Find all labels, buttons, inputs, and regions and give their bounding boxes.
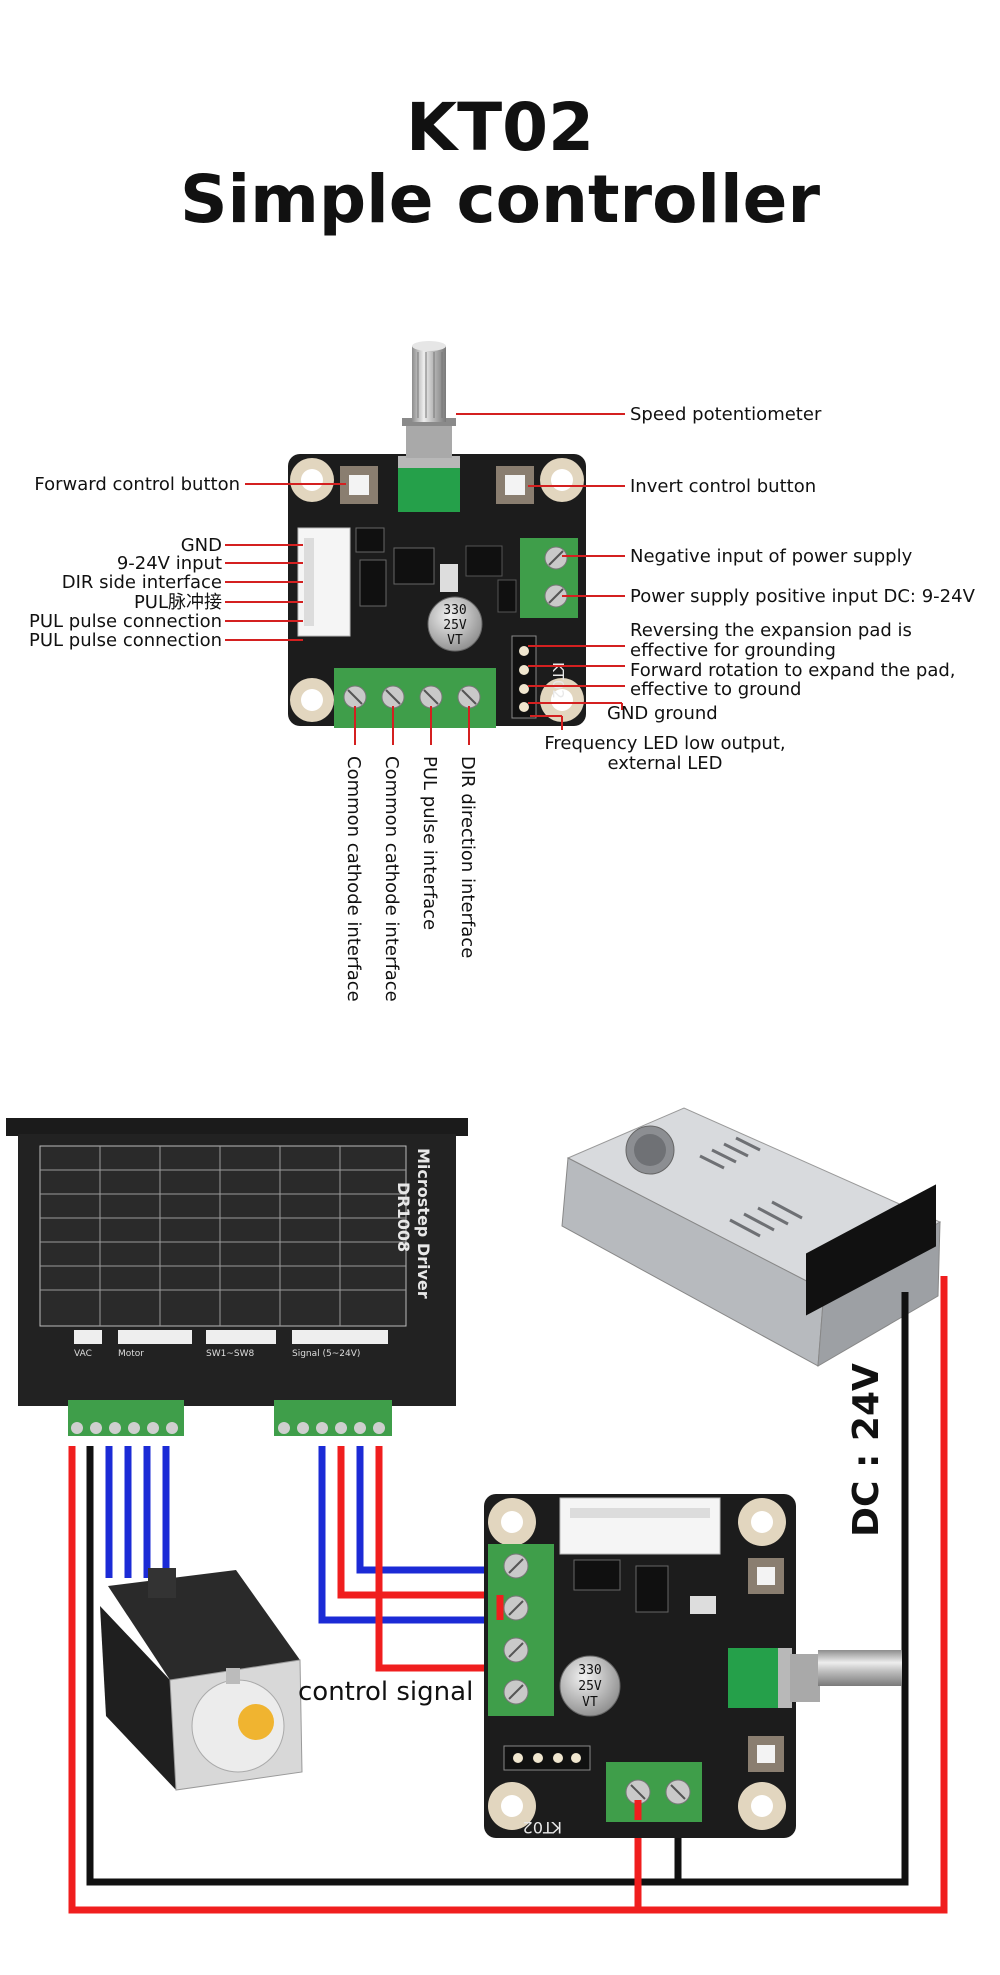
- expansion-pad-header-icon: [503, 1745, 591, 1771]
- label-pul-pulse-interface: PUL pulse interface: [419, 756, 440, 930]
- kt02-board-top: 330 25V VT KT02: [288, 341, 586, 728]
- mounting-hole-icon: [488, 1498, 786, 1830]
- expansion-pad-header-icon: [511, 635, 537, 719]
- power-screw-terminal-icon: [520, 538, 578, 618]
- label-forward-pad-line2: effective to ground: [630, 679, 801, 700]
- signal-screw-terminal-icon: [488, 1544, 554, 1716]
- driver-section-motor: Motor: [118, 1349, 144, 1359]
- label-pul-cn: PUL脉冲接: [134, 592, 222, 613]
- label-forward-button: Forward control button: [34, 474, 240, 495]
- power-supply-icon: [561, 1107, 942, 1367]
- label-negative-input: Negative input of power supply: [630, 546, 913, 567]
- push-button-icon: [748, 1558, 784, 1772]
- label-common-cathode-1: Common cathode interface: [343, 756, 364, 1002]
- label-speed-potentiometer: Speed potentiometer: [630, 404, 822, 425]
- capacitor-voltage: 25V: [443, 618, 467, 633]
- wiring-terminal-ends: [496, 1595, 642, 1820]
- label-dir-side-interface: DIR side interface: [62, 572, 222, 593]
- capacitor-series: VT: [447, 633, 463, 648]
- label-frequency-led-line2: external LED: [607, 753, 722, 774]
- potentiometer-icon: [728, 1648, 902, 1708]
- capacitor-value: 330: [443, 603, 466, 618]
- board-silk-mark-bottom: KT02: [523, 1818, 562, 1837]
- label-control-signal: control signal: [298, 1677, 473, 1707]
- driver-section-signal: Signal (5~24V): [292, 1349, 360, 1359]
- label-positive-input: Power supply positive input DC: 9-24V: [630, 586, 976, 607]
- title-model: KT02: [405, 89, 594, 166]
- kt02-board-bottom: 330 25V VT KT02: [484, 1494, 902, 1838]
- driver-model: DR1008: [394, 1182, 413, 1252]
- forward-push-button-icon: [340, 466, 378, 504]
- label-pul-pulse-2: PUL pulse connection: [29, 630, 222, 651]
- label-gnd-ground: GND ground: [607, 703, 718, 724]
- capacitor-series-bottom: VT: [582, 1695, 598, 1710]
- stepper-motor-icon: [100, 1568, 303, 1791]
- capacitor-value-bottom: 330: [578, 1663, 601, 1678]
- white-header-connector-icon: [559, 1497, 721, 1555]
- potentiometer-icon: [398, 341, 460, 512]
- driver-section-switches: SW1~SW8: [206, 1349, 254, 1359]
- stepper-driver-icon: Microstep Driver DR1008 VAC Motor SW1~SW…: [6, 1118, 468, 1436]
- label-common-cathode-2: Common cathode interface: [381, 756, 402, 1002]
- label-invert-button: Invert control button: [630, 476, 816, 497]
- title-subtitle: Simple controller: [180, 161, 820, 238]
- label-dir-direction-interface: DIR direction interface: [457, 756, 478, 958]
- driver-name: Microstep Driver: [414, 1148, 433, 1299]
- driver-section-vac: VAC: [74, 1349, 92, 1359]
- label-pul-pulse-1: PUL pulse connection: [29, 611, 222, 632]
- label-forward-pad-line1: Forward rotation to expand the pad,: [630, 660, 956, 681]
- capacitor-voltage-bottom: 25V: [578, 1679, 602, 1694]
- leader-lines: [225, 413, 625, 745]
- board-silk-mark: KT02: [549, 662, 567, 699]
- invert-push-button-icon: [496, 466, 534, 504]
- label-dc-24v: DC : 24V: [846, 1363, 887, 1537]
- white-header-connector-icon: [297, 527, 351, 637]
- label-reverse-pad-line2: effective for grounding: [630, 640, 836, 661]
- label-gnd: GND: [181, 535, 222, 556]
- label-frequency-led-line1: Frequency LED low output,: [544, 733, 785, 754]
- capacitor-icon: 330 25V VT: [427, 596, 483, 652]
- capacitor-icon: 330 25V VT: [559, 1655, 621, 1717]
- power-screw-terminal-icon: [606, 1762, 702, 1822]
- signal-screw-terminal-icon: [334, 668, 496, 728]
- label-reverse-pad-line1: Reversing the expansion pad is: [630, 620, 912, 641]
- label-9-24v-input: 9-24V input: [117, 553, 222, 574]
